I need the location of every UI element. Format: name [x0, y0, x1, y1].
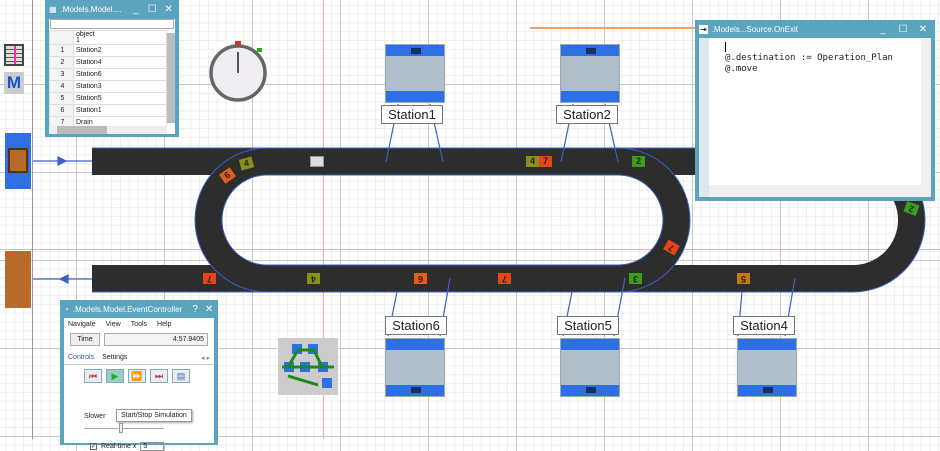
table-icon: ▦: [49, 4, 57, 14]
row-number: 5: [49, 92, 74, 105]
table-cell[interactable]: Station5: [73, 92, 167, 105]
table-cell[interactable]: Station3: [73, 80, 167, 93]
part[interactable]: 7: [498, 273, 511, 284]
event-controller-window: ◔.Models.Model.EventController? ✕ Navigat…: [60, 300, 218, 451]
code-line: @.move: [725, 64, 758, 74]
connector-line: [530, 27, 695, 29]
window-title: .Models.Model....: [60, 4, 122, 14]
station2[interactable]: [560, 44, 620, 103]
window-title: .Models.Model.EventController: [72, 304, 183, 314]
station1-label: Station1: [381, 105, 443, 124]
part-empty[interactable]: [310, 156, 324, 167]
station4-label: Station4: [733, 316, 795, 335]
part[interactable]: 2: [632, 156, 645, 167]
row-number: 1: [49, 44, 74, 57]
station2-label: Station2: [556, 105, 618, 124]
reset-button[interactable]: ⏮: [84, 369, 102, 383]
part[interactable]: 4: [307, 273, 320, 284]
horizontal-scrollbar[interactable]: [49, 126, 167, 134]
menu-help[interactable]: Help: [157, 321, 172, 328]
maximize-button[interactable]: ☐: [898, 23, 908, 35]
formula-input[interactable]: [50, 19, 174, 29]
minimize-button[interactable]: _: [880, 23, 886, 35]
start-stop-button[interactable]: ▶: [106, 369, 124, 383]
fast-forward-button[interactable]: ⏩: [128, 369, 146, 383]
speed-slider[interactable]: [84, 423, 164, 433]
station4[interactable]: [737, 338, 797, 397]
part[interactable]: 5: [737, 273, 750, 284]
realtime-label: Real-time x: [101, 443, 137, 450]
code-window: ⇥.Models...Source.OnExit _ ☐ ✕ @.destinatio…: [695, 20, 935, 201]
row-number: 2: [49, 56, 74, 69]
close-button[interactable]: ✕: [918, 23, 928, 35]
realtime-input[interactable]: 5: [140, 442, 165, 451]
close-button[interactable]: ✕: [164, 3, 173, 15]
window-title: .Models...Source.OnExit: [711, 24, 798, 34]
part[interactable]: 6: [414, 273, 427, 284]
station5[interactable]: [560, 338, 620, 397]
tooltip: Start/Stop Simulation: [116, 409, 192, 422]
time-value: 4:57.9405: [104, 333, 208, 346]
close-button[interactable]: ✕: [204, 303, 214, 315]
stopwatch-icon: ◔: [64, 304, 69, 314]
menu-view[interactable]: View: [105, 321, 121, 328]
part[interactable]: 4: [526, 156, 539, 167]
minimize-button[interactable]: _: [132, 3, 139, 15]
table-cell[interactable]: Station1: [73, 104, 167, 117]
code-line: @.destination := Operation_Plan: [725, 53, 893, 63]
options-button[interactable]: ▤: [172, 369, 190, 383]
step-button[interactable]: ⏭: [150, 369, 168, 383]
maximize-button[interactable]: ☐: [147, 3, 157, 15]
table-cell[interactable]: Station6: [73, 68, 167, 81]
table-cell[interactable]: Station2: [73, 44, 167, 57]
part[interactable]: 7: [539, 156, 552, 167]
method-icon[interactable]: M: [4, 72, 24, 94]
column-header: object: [76, 30, 95, 38]
code-editor[interactable]: @.destination := Operation_Plan @.move: [699, 38, 931, 197]
part[interactable]: 3: [629, 273, 642, 284]
part[interactable]: 7: [203, 273, 216, 284]
help-button[interactable]: ?: [192, 303, 198, 315]
row-number: 3: [49, 68, 74, 81]
tab-scroll-arrows[interactable]: ◂ ▸: [201, 355, 210, 362]
vertical-scrollbar[interactable]: [167, 33, 175, 123]
vertical-scrollbar[interactable]: [921, 38, 931, 197]
method-window-icon: ⇥: [699, 24, 708, 34]
tab-settings[interactable]: Settings: [102, 354, 128, 361]
station5-label: Station5: [557, 316, 619, 335]
menu-navigate[interactable]: Navigate: [68, 321, 96, 328]
slower-label: Slower: [84, 413, 106, 420]
table-file-icon[interactable]: [4, 44, 24, 66]
station6[interactable]: [385, 338, 445, 397]
station6-label: Station6: [385, 316, 447, 335]
menu-tools[interactable]: Tools: [130, 321, 148, 328]
table-cell[interactable]: Station4: [73, 56, 167, 69]
time-button[interactable]: Time: [70, 333, 100, 346]
drain-object[interactable]: [5, 251, 31, 308]
tab-controls[interactable]: Controls: [68, 354, 95, 361]
station1[interactable]: [385, 44, 445, 103]
row-number: 6: [49, 104, 74, 117]
source-object[interactable]: [5, 133, 31, 189]
clock-icon[interactable]: [207, 40, 269, 102]
column-index: 1: [76, 36, 80, 44]
realtime-checkbox[interactable]: ✓: [90, 443, 97, 450]
row-number: 4: [49, 80, 74, 93]
flow-control-icon[interactable]: [278, 338, 338, 395]
horizontal-scrollbar[interactable]: [709, 185, 921, 197]
